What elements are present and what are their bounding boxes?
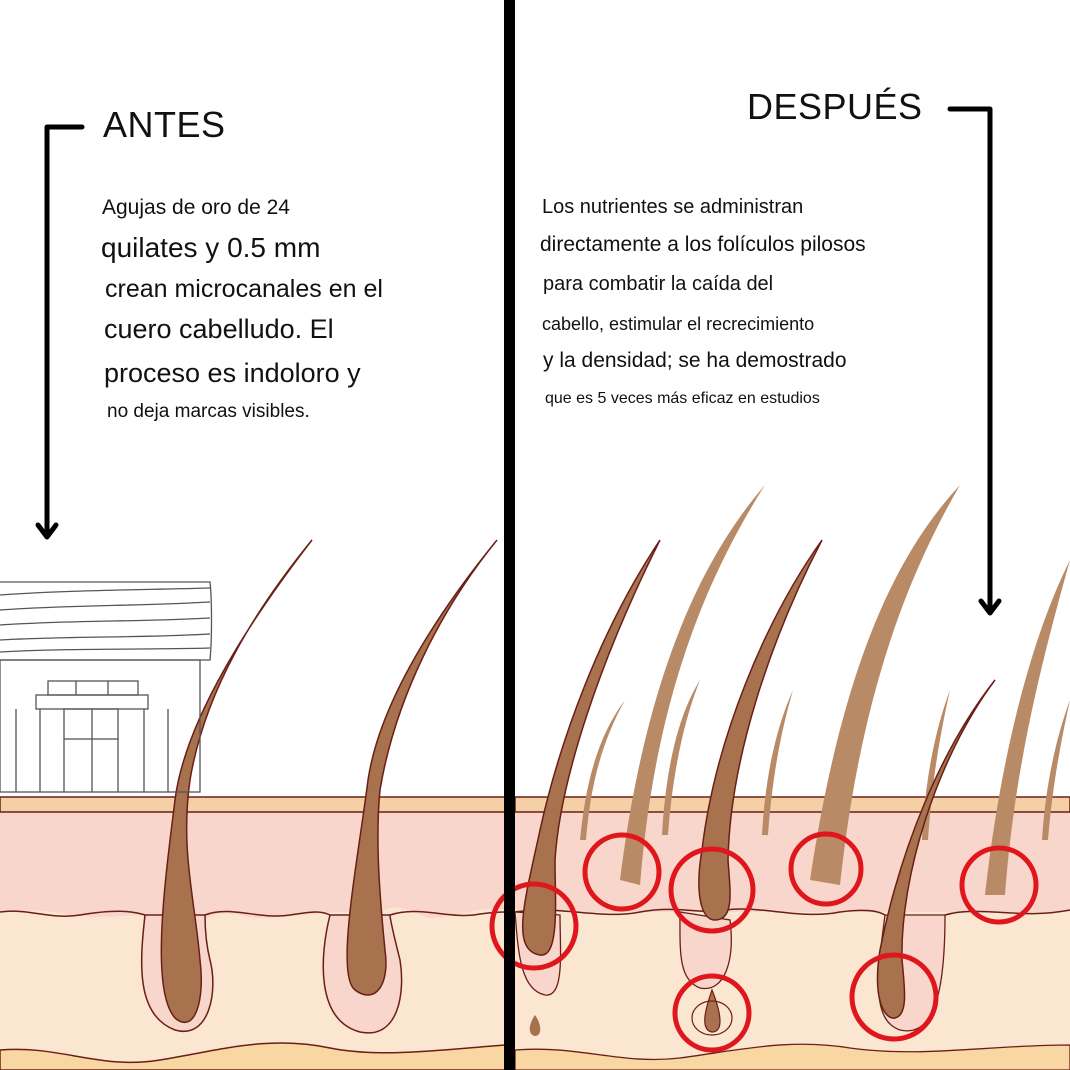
center-divider [504, 0, 515, 1070]
before-text-line: cuero cabelludo. El [104, 314, 334, 344]
before-text-line: quilates y 0.5 mm [101, 232, 321, 263]
highlight-circles [489, 831, 1039, 1053]
after-text-line: directamente a los folículos pilosos [540, 233, 866, 256]
after-text-line: para combatir la caída del [543, 273, 774, 295]
before-skin-cross-section [0, 539, 506, 1070]
after-text-line: cabello, estimular el recrecimiento [542, 314, 815, 334]
after-skin-cross-section [489, 485, 1070, 1070]
after-text-line: que es 5 veces más eficaz en estudios [545, 390, 820, 407]
before-arrow-icon [35, 124, 85, 540]
before-text-line: Agujas de oro de 24 [102, 196, 290, 219]
after-text-line: Los nutrientes se administran [542, 196, 804, 218]
after-text-line: y la densidad; se ha demostrado [543, 349, 847, 372]
after-arrow-icon [947, 106, 1002, 616]
before-text-line: no deja marcas visibles. [107, 401, 310, 422]
before-title: ANTES [103, 104, 226, 145]
after-title: DESPUÉS [747, 86, 923, 127]
microneedle-device-illustration [0, 581, 213, 793]
before-text-line: crean microcanales en el [105, 275, 383, 303]
before-text-line: proceso es indoloro y [104, 358, 361, 388]
